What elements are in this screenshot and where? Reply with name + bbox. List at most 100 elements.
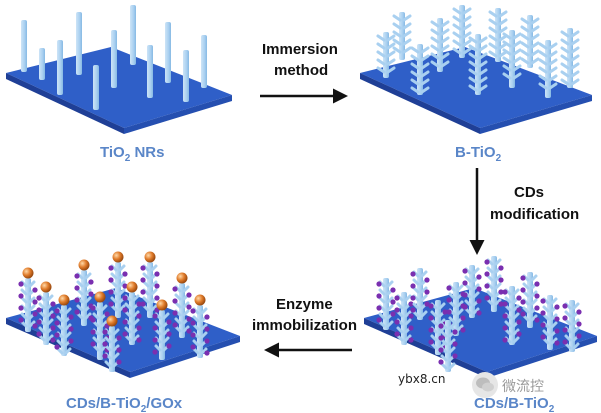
carbon-dot — [502, 337, 508, 343]
carbon-dot — [376, 317, 382, 323]
carbon-dot — [102, 329, 108, 335]
panel-b-tio2: B-TiO2 — [360, 5, 592, 164]
carbon-dot — [32, 311, 38, 317]
carbon-dot — [562, 339, 568, 345]
carbon-dot — [54, 344, 60, 350]
panel-cds-b-tio2-gox: CDs/B-TiO2/GOx — [6, 251, 240, 413]
carbon-dot — [410, 283, 416, 289]
carbon-dot — [108, 289, 114, 295]
branched-nanorod — [410, 44, 430, 95]
gox-sphere — [22, 267, 34, 279]
carbon-dot — [18, 281, 24, 287]
carbon-dot — [186, 316, 192, 322]
carbon-dot — [136, 313, 142, 319]
branched-nanorod — [392, 12, 412, 60]
nanorod — [130, 5, 136, 65]
carbon-dot — [18, 317, 24, 323]
carbon-dot — [204, 314, 210, 320]
carbon-dot — [476, 298, 482, 304]
step-enzyme-immobilization: Enzyme immobilization — [252, 296, 357, 358]
branched-nanorod — [520, 15, 540, 68]
carbon-dot — [410, 295, 416, 301]
carbon-dot — [18, 305, 24, 311]
carbon-dot — [136, 325, 142, 331]
branched-nanorod — [468, 34, 488, 95]
carbon-dot — [460, 315, 466, 321]
carbon-dot — [140, 301, 146, 307]
branched-nanorod — [452, 5, 472, 58]
carbon-dot — [122, 295, 128, 301]
carbon-dot — [204, 350, 210, 356]
carbon-dot — [68, 326, 74, 332]
carbon-dot — [90, 329, 96, 335]
panel-label-tio2-nrs: TiO2 NRs — [100, 144, 164, 164]
gox-sphere — [58, 294, 70, 306]
carbon-dot — [428, 327, 434, 333]
carbon-dot — [32, 287, 38, 293]
carbon-dot — [460, 327, 466, 333]
carbon-dot — [90, 317, 96, 323]
carbon-dot — [122, 319, 128, 325]
carbon-dot — [520, 311, 526, 317]
nanorod — [76, 12, 82, 75]
carbon-dot — [172, 286, 178, 292]
carbon-dot — [122, 307, 128, 313]
carbon-dot — [484, 283, 490, 289]
branched-nanorod — [140, 251, 160, 318]
branched-nanorod — [410, 268, 430, 320]
carbon-dot — [516, 319, 522, 325]
carbon-dot — [74, 273, 80, 279]
carbon-dot — [152, 325, 158, 331]
carbon-dot — [502, 313, 508, 319]
branched-nanorod — [102, 315, 122, 372]
step-label-line2: immobilization — [252, 317, 357, 334]
carbon-dot — [452, 353, 458, 359]
carbon-dot — [166, 343, 172, 349]
branched-nanorod — [446, 282, 466, 336]
carbon-dot — [154, 295, 160, 301]
branched-nanorod — [462, 265, 482, 318]
carbon-dot — [520, 287, 526, 293]
carbon-dot — [562, 303, 568, 309]
nanorod — [93, 65, 99, 110]
carbon-dot — [36, 295, 42, 301]
carbon-dot — [394, 307, 400, 313]
carbon-dot — [140, 265, 146, 271]
carbon-dot — [90, 305, 96, 311]
carbon-dot — [562, 315, 568, 321]
branched-nanorod — [488, 8, 508, 62]
carbon-dot — [562, 327, 568, 333]
carbon-dot — [534, 317, 540, 323]
carbon-dot — [446, 285, 452, 291]
carbon-dot — [438, 347, 444, 353]
step-label-line2: modification — [490, 206, 579, 223]
carbon-dot — [446, 297, 452, 303]
carbon-dot — [428, 315, 434, 321]
carbon-dot — [462, 304, 468, 310]
branched-nanorod — [36, 281, 56, 345]
carbon-dot — [516, 307, 522, 313]
carbon-dot — [462, 268, 468, 274]
branched-nanorod — [540, 295, 560, 350]
carbon-dot — [516, 331, 522, 337]
carbon-dot — [394, 331, 400, 337]
carbon-dot — [410, 271, 416, 277]
carbon-dot — [32, 323, 38, 329]
step-label-line1: Immersion — [262, 41, 338, 58]
carbon-dot — [74, 285, 80, 291]
gox-sphere — [112, 251, 124, 263]
carbon-dot — [408, 313, 414, 319]
branched-nanorod — [172, 272, 192, 338]
carbon-dot — [172, 298, 178, 304]
branched-nanorod — [502, 286, 522, 345]
gox-sphere — [40, 281, 52, 293]
cd-decorated-nanorod-group — [376, 256, 582, 372]
carbon-dot — [428, 339, 434, 345]
carbon-dot — [140, 289, 146, 295]
carbon-dot — [102, 353, 108, 359]
carbon-dot — [116, 335, 122, 341]
panel-cds-b-tio2: CDs/B-TiO2 — [364, 256, 597, 413]
carbon-dot — [140, 277, 146, 283]
nanorod — [21, 20, 27, 72]
carbon-dot — [554, 328, 560, 334]
